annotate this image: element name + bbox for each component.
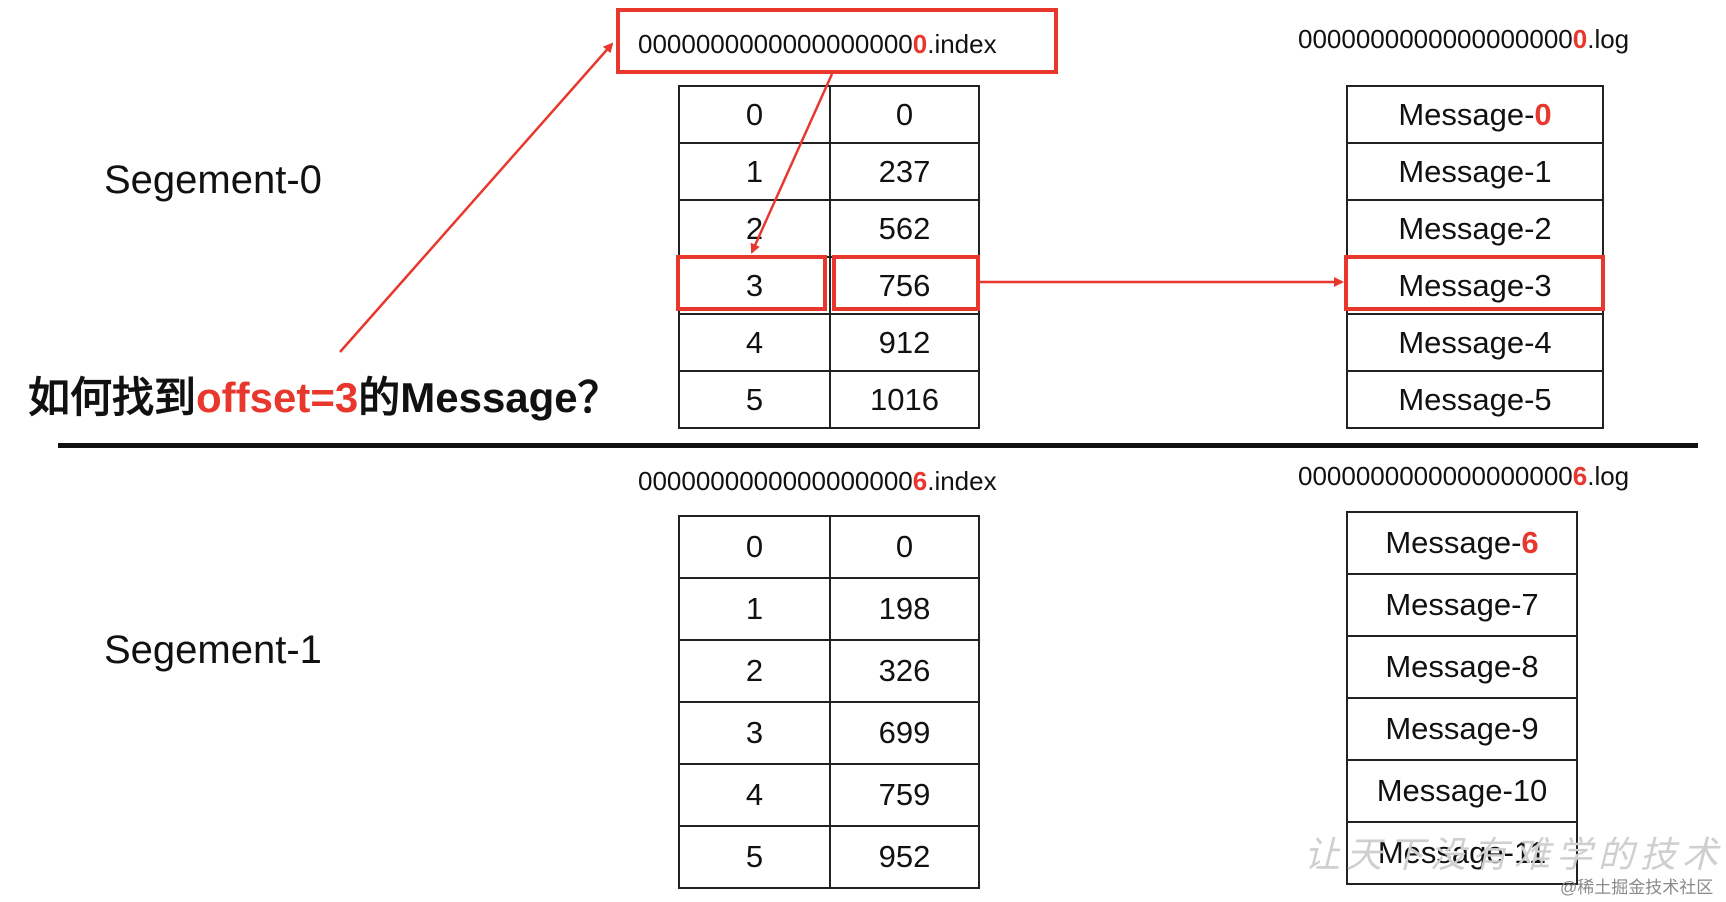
question-to-index-arrow — [339, 42, 614, 353]
message-cell: Message-5 — [1346, 370, 1604, 429]
message-cell: Message-4 — [1346, 313, 1604, 372]
table-row: Message-10 — [1346, 759, 1578, 823]
position756-cell-highlight — [832, 255, 980, 311]
table-row: Message-1 — [1346, 142, 1604, 201]
message-number: 10 — [1512, 773, 1548, 808]
index-position-cell: 699 — [829, 701, 980, 765]
message-number: 11 — [1513, 835, 1547, 870]
message-prefix: Message- — [1398, 210, 1535, 246]
message-number: 3 — [1534, 267, 1552, 303]
message-cell: Message-2 — [1346, 199, 1604, 258]
table-row: Message-6 — [1346, 511, 1578, 575]
index-position-cell: 756 — [829, 256, 980, 315]
message-number: 8 — [1521, 649, 1539, 684]
message-cell: Message-10 — [1346, 759, 1578, 823]
table-row: Message-8 — [1346, 635, 1578, 699]
message-number: 1 — [1534, 153, 1552, 189]
table-row: Message-0 — [1346, 85, 1604, 144]
watermark-text: 让天下没有难学的技术 — [1304, 835, 1725, 876]
message-cell: Message-9 — [1346, 697, 1578, 761]
offset3-cell-highlight — [676, 255, 827, 311]
message-number: 9 — [1521, 711, 1539, 746]
table-row: Message-2 — [1346, 199, 1604, 258]
index-offset-cell: 4 — [678, 313, 831, 372]
segment1-index-filename: 00000000000000000006.index — [638, 466, 997, 496]
index-position-cell: 759 — [829, 763, 980, 827]
message-number: 2 — [1534, 210, 1552, 246]
index-offset-cell: 2 — [678, 639, 831, 703]
segment0-log-filename: 00000000000000000000.log — [1298, 24, 1630, 54]
index-offset-cell: 0 — [678, 515, 831, 579]
message-cell: Message-8 — [1346, 635, 1578, 699]
message3-cell-highlight — [1344, 255, 1605, 311]
index-position-cell: 562 — [829, 199, 980, 258]
message-prefix: Message- — [1385, 525, 1522, 560]
message-number: 7 — [1521, 587, 1539, 622]
index-position-cell: 0 — [829, 515, 980, 579]
index-position-cell: 1016 — [829, 370, 980, 429]
index-offset-cell: 1 — [678, 142, 831, 201]
segment0-label: Segement-0 — [104, 158, 322, 202]
index-position-cell: 198 — [829, 577, 980, 641]
table-row: Message-4 — [1346, 313, 1604, 372]
table-row: Message-7 — [1346, 573, 1578, 637]
message-number: 4 — [1534, 324, 1552, 360]
message-prefix: Message- — [1376, 773, 1513, 808]
index-filename-highlight-box — [616, 8, 1058, 74]
table-row: Message-5 — [1346, 370, 1604, 429]
message-prefix: Message- — [1385, 649, 1522, 684]
index-position-cell: 912 — [829, 313, 980, 372]
question-text: 如何找到offset=3的Message？ — [28, 374, 620, 421]
message-cell: Message-1 — [1346, 142, 1604, 201]
index-offset-cell: 5 — [678, 370, 831, 429]
credit-text: @稀土掘金技术社区 — [1560, 878, 1714, 897]
message-prefix: Message- — [1385, 587, 1522, 622]
table-row: Message-9 — [1346, 697, 1578, 761]
message-prefix: Message- — [1398, 267, 1535, 303]
segment1-label: Segement-1 — [104, 628, 322, 672]
message-number: 5 — [1534, 381, 1552, 417]
index-position-cell: 952 — [829, 825, 980, 889]
segment1-log-filename: 00000000000000000006.log — [1298, 461, 1630, 491]
message-cell: Message-6 — [1346, 511, 1578, 575]
message-prefix: Message- — [1398, 153, 1535, 189]
message-cell: Message-0 — [1346, 85, 1604, 144]
message-number: 6 — [1521, 525, 1539, 560]
segment0-index-filename: 00000000000000000000.index — [638, 29, 997, 59]
index-offset-cell: 4 — [678, 763, 831, 827]
index-offset-cell: 2 — [678, 199, 831, 258]
message-prefix: Message- — [1398, 96, 1535, 132]
message-prefix: Message- — [1377, 835, 1514, 870]
segment-divider — [58, 443, 1698, 448]
message-number: 0 — [1534, 96, 1552, 132]
index-position-cell: 326 — [829, 639, 980, 703]
message-prefix: Message- — [1398, 324, 1535, 360]
message-cell: Message-11 — [1346, 821, 1578, 885]
index-offset-cell: 0 — [678, 85, 831, 144]
index-position-cell: 0 — [829, 85, 980, 144]
index-offset-cell: 1 — [678, 577, 831, 641]
message-cell: Message-7 — [1346, 573, 1578, 637]
index-offset-cell: 3 — [678, 701, 831, 765]
table-row: Message-11 — [1346, 821, 1578, 885]
index-offset-cell: 5 — [678, 825, 831, 889]
index-position-cell: 237 — [829, 142, 980, 201]
message-prefix: Message- — [1398, 381, 1535, 417]
message-prefix: Message- — [1385, 711, 1522, 746]
